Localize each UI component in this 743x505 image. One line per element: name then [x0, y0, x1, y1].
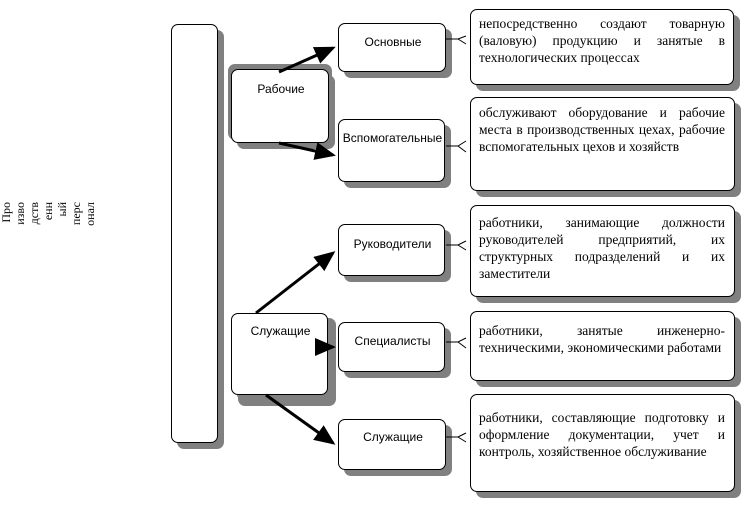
- category-label-clerks: Служащие: [363, 430, 423, 444]
- fork-specialists: [446, 337, 467, 349]
- description-box-auxiliary: обслуживают оборудование и рабочие места…: [470, 97, 735, 191]
- employees-label: Служащие: [250, 324, 311, 338]
- description-box-specialists: работники, занятые инженерно-техническим…: [470, 311, 735, 381]
- fork-auxiliary: [446, 140, 467, 153]
- employees-box: Служащие: [231, 313, 328, 395]
- fork-managers: [446, 240, 467, 251]
- description-box-managers: работники, занимающие должности руководи…: [470, 205, 735, 297]
- arrow-employees-clerks: [265, 393, 336, 445]
- description-text-main: непосредственно создают товарную (валову…: [479, 16, 725, 65]
- workers-label: Рабочие: [257, 82, 305, 96]
- description-text-specialists: работники, занятые инженерно-техническим…: [479, 323, 725, 355]
- arrow-workers-auxiliary: [278, 141, 336, 160]
- category-label-auxiliary: Вспомогательные: [342, 131, 443, 145]
- arrow-employees-managers: [255, 251, 336, 315]
- fork-main: [446, 35, 467, 45]
- fork-clerks: [446, 432, 467, 443]
- description-text-managers: работники, занимающие должности руководи…: [479, 215, 725, 281]
- category-label-specialists: Специалисты: [354, 334, 431, 348]
- description-box-clerks: работники, составляющие подготовку и офо…: [470, 394, 735, 492]
- category-box-clerks: Служащие: [338, 419, 446, 470]
- workers-box: Рабочие: [231, 69, 329, 143]
- category-box-managers: Руководители: [338, 224, 445, 276]
- arrow-workers-main: [278, 46, 336, 74]
- category-label-main: Основные: [364, 35, 422, 49]
- category-box-auxiliary: Вспомогательные: [338, 119, 445, 182]
- description-box-main: непосредственно создают товарную (валову…: [470, 9, 734, 85]
- root-box: [171, 24, 218, 443]
- description-text-auxiliary: обслуживают оборудование и рабочие места…: [479, 105, 725, 154]
- description-text-clerks: работники, составляющие подготовку и офо…: [479, 410, 725, 459]
- category-box-specialists: Специалисты: [338, 322, 445, 372]
- category-box-main: Основные: [338, 23, 446, 72]
- category-label-managers: Руководители: [353, 237, 432, 251]
